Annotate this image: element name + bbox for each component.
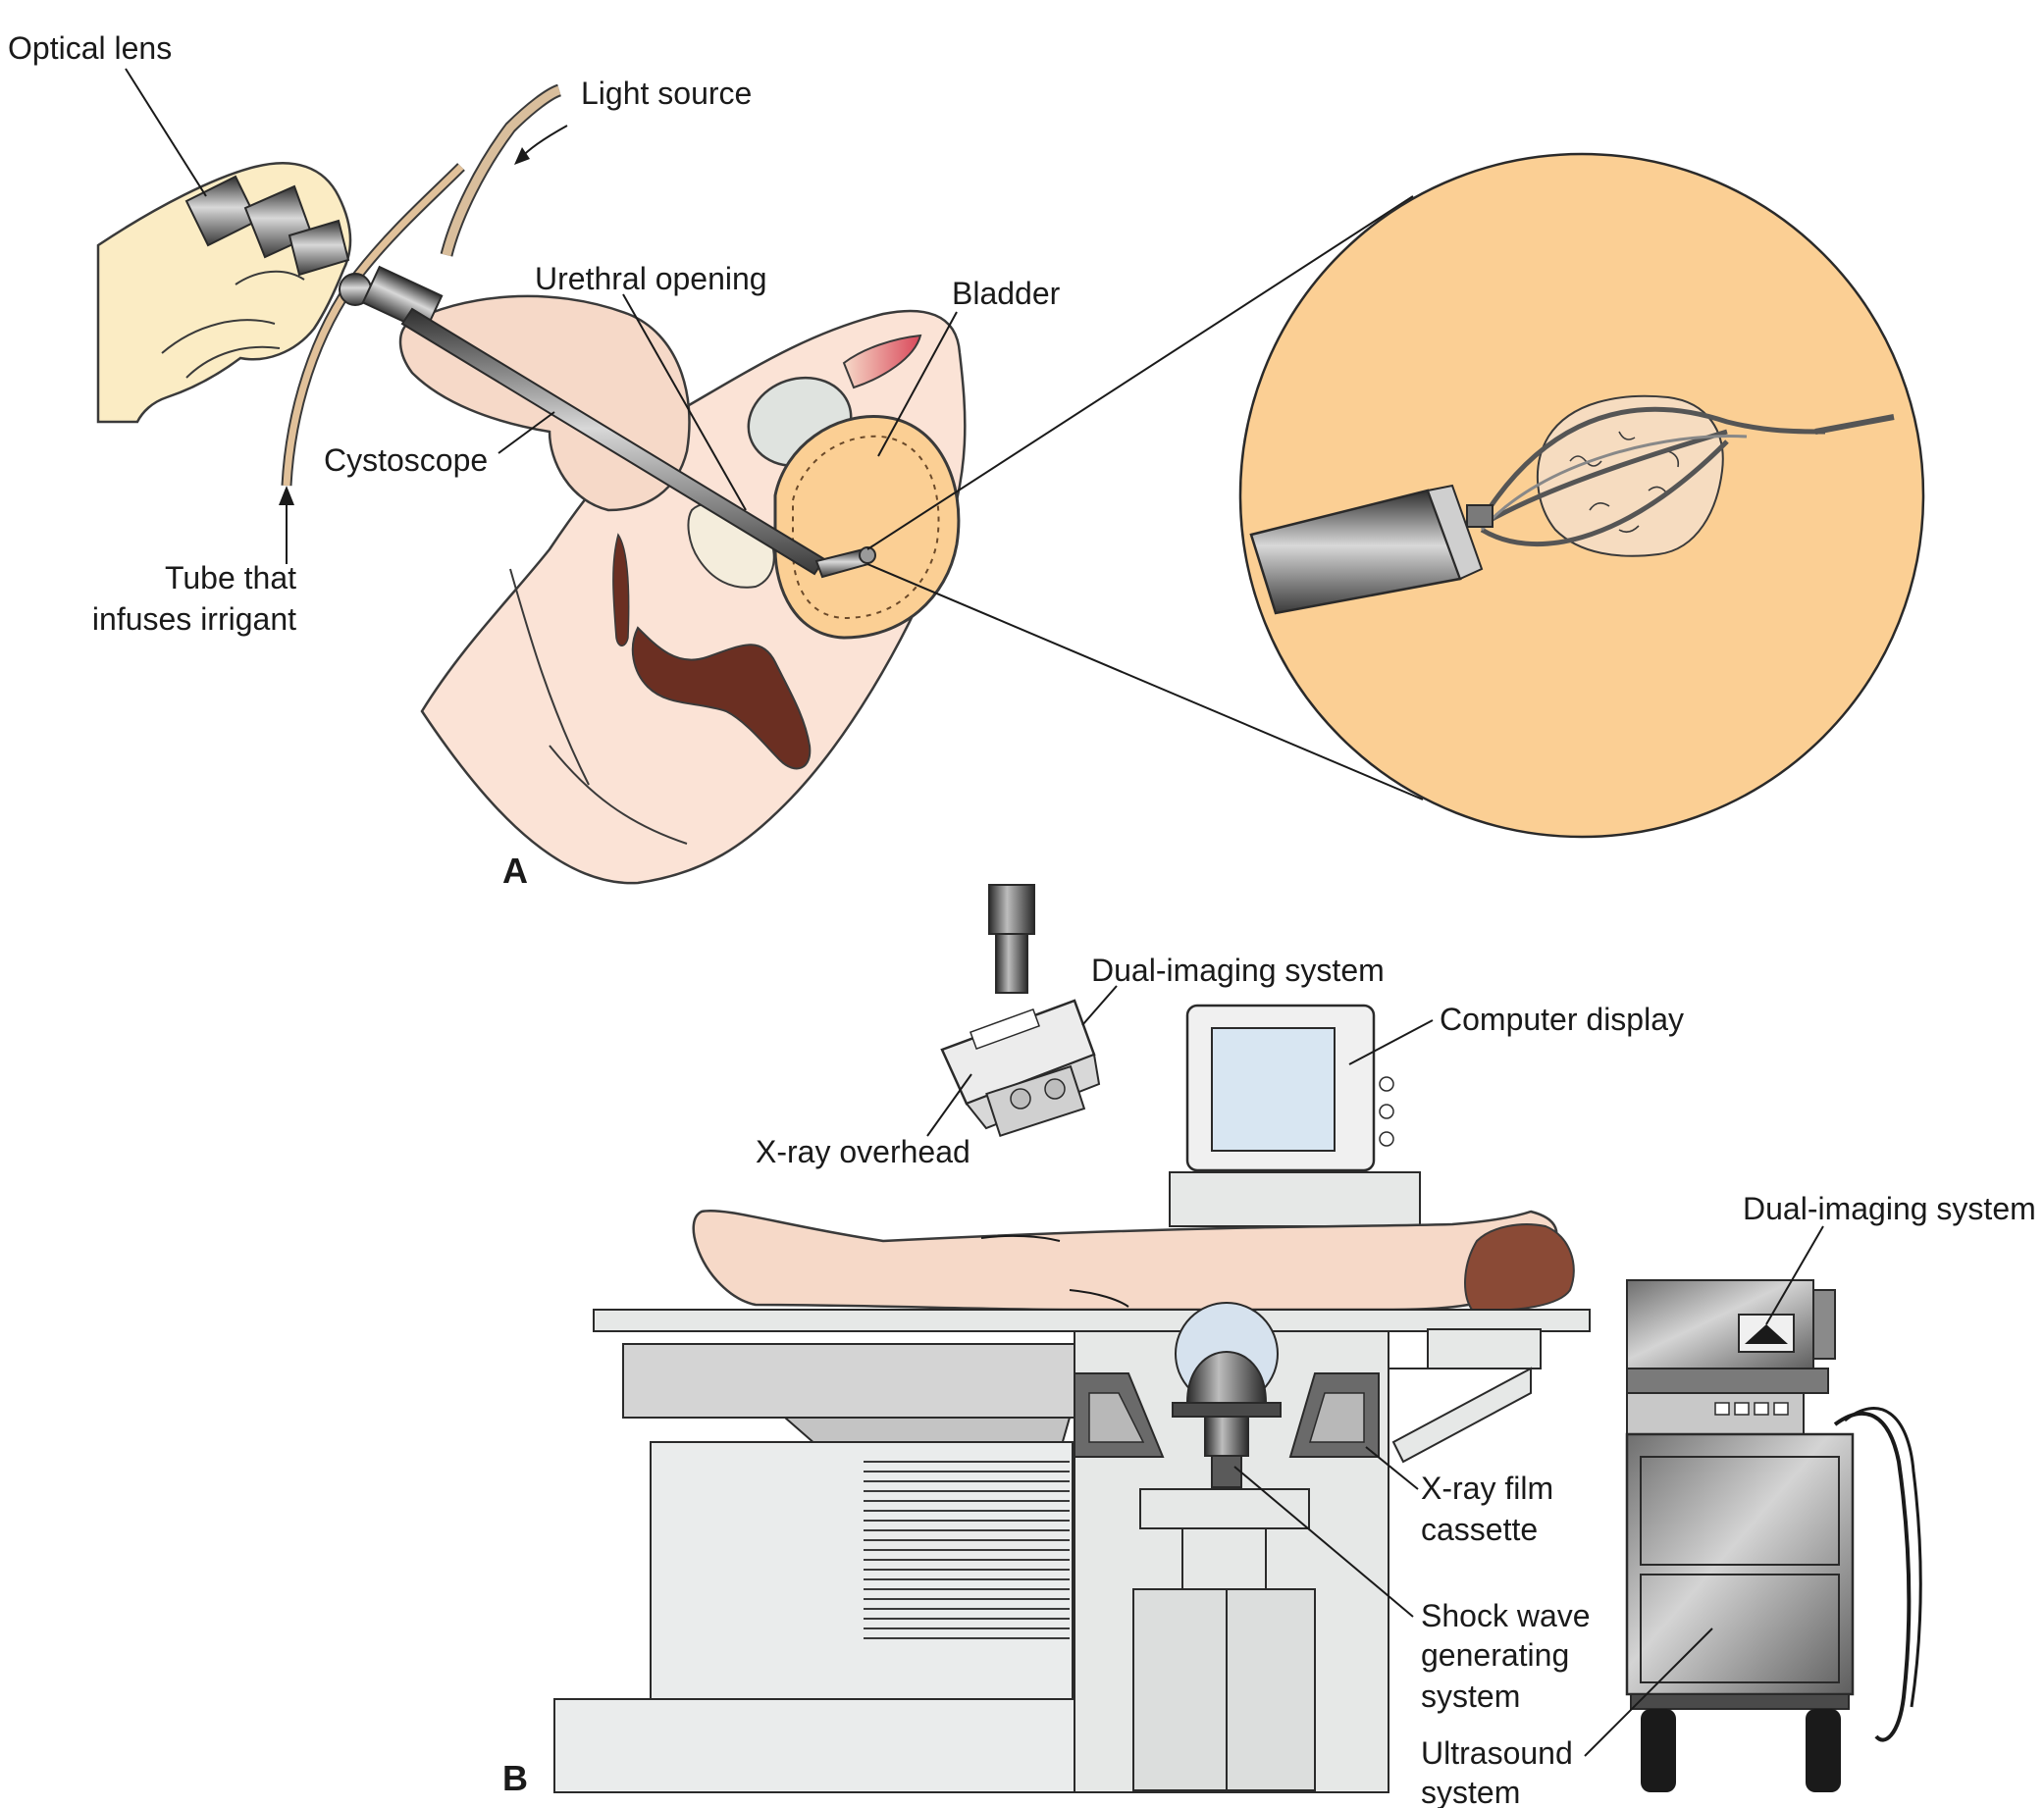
label-shock-line3: system bbox=[1421, 1679, 1520, 1714]
patient-hair bbox=[1464, 1223, 1575, 1312]
label-tube-line1: Tube that bbox=[165, 560, 296, 595]
organ-curve bbox=[549, 745, 688, 845]
label-computer-display: Computer display bbox=[1440, 1002, 1684, 1037]
label-ultrasound-line2: system bbox=[1421, 1775, 1520, 1808]
leader-dual-imaging-top bbox=[1081, 985, 1118, 1026]
panel-a: Optical lens Light source Urethral openi… bbox=[8, 30, 1925, 891]
label-optical-lens: Optical lens bbox=[8, 30, 172, 66]
label-shock-line2: generating bbox=[1421, 1637, 1569, 1673]
leader-ultrasound bbox=[1584, 1627, 1713, 1757]
light-source-arrow bbox=[519, 125, 568, 160]
label-shock-line1: Shock wave bbox=[1421, 1598, 1591, 1633]
leader-optical-lens bbox=[125, 68, 207, 197]
leader-cystoscope bbox=[498, 411, 555, 454]
label-cystoscope: Cystoscope bbox=[324, 442, 488, 478]
hand-finger bbox=[235, 270, 305, 285]
light-source-cable bbox=[440, 83, 562, 257]
label-xray-overhead: X-ray overhead bbox=[756, 1134, 970, 1169]
label-xray-film-line1: X-ray film bbox=[1421, 1471, 1553, 1506]
panel-letter-a: A bbox=[502, 851, 528, 891]
patient bbox=[692, 1210, 1575, 1312]
panel-b: Dual-imaging system Computer display X-r… bbox=[502, 884, 2036, 1808]
ultrasound-cart bbox=[1625, 1279, 1922, 1792]
leader-xray-overhead bbox=[926, 1073, 972, 1137]
leader-computer-display bbox=[1348, 1019, 1434, 1065]
leader-dual-imaging-right bbox=[1765, 1225, 1824, 1325]
label-bladder: Bladder bbox=[952, 276, 1061, 311]
computer-display bbox=[1169, 1004, 1421, 1227]
coccyx bbox=[612, 533, 630, 646]
leader-urethral-opening bbox=[622, 293, 747, 511]
zoom-line bbox=[866, 195, 1414, 550]
xray-overhead bbox=[940, 884, 1101, 1138]
vent-slats bbox=[864, 1461, 1070, 1639]
panel-letter-b: B bbox=[502, 1758, 528, 1798]
label-dual-imaging-top: Dual-imaging system bbox=[1091, 953, 1385, 988]
label-dual-imaging-right: Dual-imaging system bbox=[1743, 1191, 2036, 1226]
magnified-view bbox=[1238, 152, 1925, 839]
leader-bladder bbox=[877, 311, 958, 457]
bladder bbox=[773, 415, 961, 640]
leader-shock-wave bbox=[1233, 1466, 1414, 1618]
label-light-source: Light source bbox=[581, 76, 752, 111]
zoom-line bbox=[866, 563, 1424, 801]
rectum bbox=[631, 626, 812, 770]
pubic-red-accent bbox=[842, 334, 922, 389]
label-tube-line2: infuses irrigant bbox=[92, 601, 296, 637]
xray-film-cassette bbox=[1074, 1372, 1380, 1458]
label-ultrasound-line1: Ultrasound bbox=[1421, 1735, 1573, 1771]
leader-xray-film bbox=[1365, 1446, 1419, 1490]
table-top bbox=[593, 1309, 1591, 1332]
shock-wave-generator bbox=[1132, 1302, 1316, 1791]
organ-curve bbox=[509, 568, 590, 786]
label-urethral-opening: Urethral opening bbox=[535, 261, 767, 296]
label-xray-film-line2: cassette bbox=[1421, 1512, 1538, 1547]
hand-finger bbox=[185, 345, 281, 379]
hand-finger bbox=[161, 319, 276, 354]
